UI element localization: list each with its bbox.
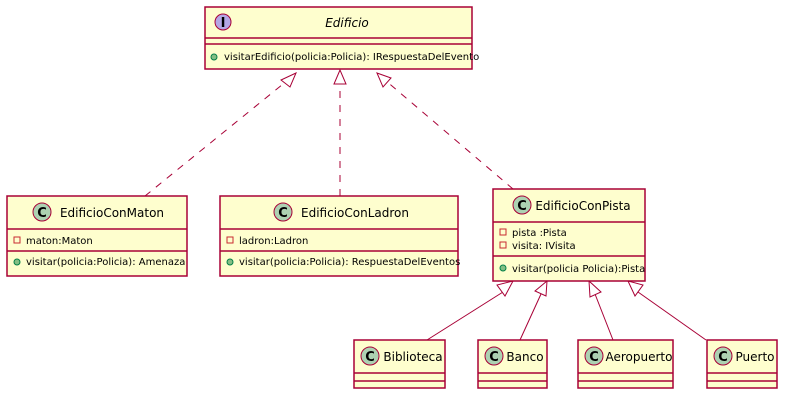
edificio-con-ladron-method: visitar(policia:Policia): RespuestaDelEv… (239, 257, 460, 268)
class-icon (484, 346, 504, 366)
private-field-icon (499, 228, 507, 236)
edificio-method: visitarEdificio(policia:Policia): IRespu… (224, 52, 479, 63)
edificio-con-pista-name: EdificioConPista (535, 199, 630, 213)
biblioteca-name: Biblioteca (383, 350, 442, 364)
realization-arrowhead-maton (280, 71, 297, 88)
interface-icon-letter: I (221, 16, 226, 31)
class-icon (584, 346, 604, 366)
edificio-con-ladron-box (219, 195, 459, 277)
private-field-icon (13, 236, 21, 244)
edificio-con-ladron-name: EdificioConLadron (301, 206, 409, 220)
class-icon-letter: C (517, 199, 527, 214)
realization-line-maton (144, 79, 289, 197)
class-icon-letter: C (365, 350, 375, 365)
class-aeropuerto: C Aeropuerto (577, 339, 674, 389)
realization-arrowhead-pista (376, 72, 392, 88)
generalization-line-puerto (637, 291, 707, 341)
private-field-icon (499, 241, 507, 249)
class-icon (32, 202, 52, 222)
edificio-con-pista-field-1: pista :Pista (512, 228, 567, 239)
aeropuerto-name: Aeropuerto (606, 350, 673, 364)
class-banco: C Banco (477, 339, 548, 389)
class-puerto: C Puerto (706, 339, 778, 389)
class-edificio-con-ladron: C EdificioConLadron ladron:Ladron visita… (219, 195, 460, 277)
edificio-con-maton-method: visitar(policia:Policia): Amenaza (26, 257, 185, 268)
generalization-arrowhead-banco (534, 279, 548, 297)
class-icon-letter: C (278, 206, 288, 221)
edificio-con-maton-name: EdificioConMaton (60, 206, 164, 220)
edificio-con-pista-method: visitar(policia Policia):Pista (512, 264, 645, 275)
class-biblioteca: C Biblioteca (353, 339, 446, 389)
banco-name: Banco (506, 350, 543, 364)
class-icon-letter: C (718, 350, 728, 365)
edificio-con-pista-field-2: visita: IVisita (512, 241, 576, 252)
class-icon (512, 195, 532, 215)
realization-arrowhead-ladron (333, 68, 347, 85)
interface-icon (214, 13, 232, 31)
class-icon-letter: C (489, 350, 499, 365)
private-field-icon (226, 236, 234, 244)
realization-line-pista (384, 79, 514, 190)
generalization-arrowhead-biblioteca (496, 280, 514, 297)
relationships (144, 68, 707, 341)
class-icon (273, 202, 293, 222)
generalization-arrowhead-aeropuerto (588, 279, 602, 298)
class-icon (360, 346, 380, 366)
public-method-icon (499, 264, 507, 272)
edificio-name: Edificio (325, 16, 369, 30)
class-edificio: I Edificio visitarEdificio(policia:Polic… (204, 6, 479, 70)
public-method-icon (210, 53, 218, 61)
public-method-icon (226, 258, 234, 266)
generalization-line-biblioteca (426, 291, 504, 341)
class-edificio-con-pista: C EdificioConPista pista :Pista visita: … (492, 188, 646, 282)
class-icon-letter: C (589, 350, 599, 365)
class-edificio-con-maton: C EdificioConMaton maton:Maton visitar(p… (6, 195, 188, 277)
edificio-con-ladron-field: ladron:Ladron (239, 236, 308, 247)
class-icon-letter: C (37, 206, 47, 221)
generalization-line-banco (519, 293, 542, 341)
class-icon (713, 346, 733, 366)
generalization-arrowhead-puerto (627, 280, 644, 297)
public-method-icon (13, 258, 21, 266)
generalization-line-aeropuerto (594, 293, 614, 341)
puerto-name: Puerto (736, 350, 775, 364)
edificio-con-maton-field: maton:Maton (26, 236, 93, 247)
